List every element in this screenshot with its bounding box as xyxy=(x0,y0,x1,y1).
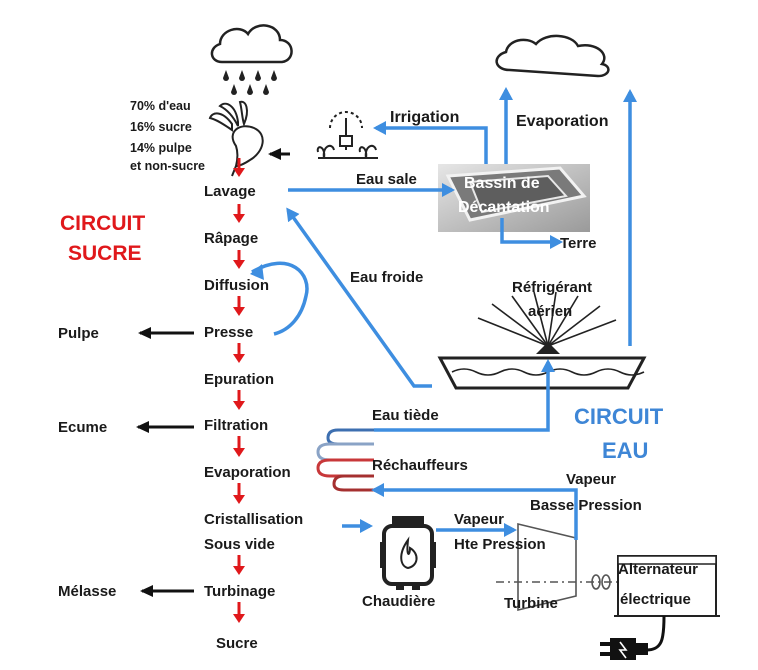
step-turbinage: Turbinage xyxy=(204,583,275,600)
circuit-eau-title-line2: EAU xyxy=(602,438,648,463)
label-turbine: Turbine xyxy=(504,595,558,612)
composition-sugar: 16% sucre xyxy=(130,120,192,134)
cooling-tray-icon xyxy=(437,291,647,390)
step-sucre: Sucre xyxy=(216,635,258,652)
label-irrigation: Irrigation xyxy=(390,109,459,126)
label-refrigerant-line2: aérien xyxy=(528,303,572,320)
sugar-flow-arrows xyxy=(233,158,245,623)
step-rapage: Râpage xyxy=(204,230,258,247)
sugar-beet-icon xyxy=(208,100,264,177)
turbine-icon xyxy=(496,522,618,612)
water-flow-arrows xyxy=(250,87,637,540)
step-cristallisation: Cristallisation xyxy=(204,511,303,528)
output-melasse: Mélasse xyxy=(58,583,116,600)
label-eau-sale: Eau sale xyxy=(356,171,417,188)
label-vapeur-bp-line2: Basse Pression xyxy=(530,497,642,514)
label-vapeur-hp-line1: Vapeur xyxy=(454,511,504,528)
output-ecume: Ecume xyxy=(58,419,107,436)
sprinkler-icon xyxy=(316,111,378,159)
composition-water: 70% d'eau xyxy=(130,99,191,113)
label-eau-froide: Eau froide xyxy=(350,269,423,286)
label-eau-tiede: Eau tiède xyxy=(372,407,439,424)
step-diffusion: Diffusion xyxy=(204,277,269,294)
step-evaporation: Evaporation xyxy=(204,464,291,481)
output-pulpe: Pulpe xyxy=(58,325,99,342)
step-filtration: Filtration xyxy=(204,417,268,434)
composition-pulp: 14% pulpe xyxy=(130,141,192,155)
circuit-eau-title-line1: CIRCUIT xyxy=(574,404,664,429)
label-bassin-line1: Bassin de xyxy=(464,175,540,192)
label-evaporation: Evaporation xyxy=(516,113,608,130)
label-refrigerant-line1: Réfrigérant xyxy=(512,279,592,296)
label-bassin-line2: Décantation xyxy=(458,199,550,216)
label-terre: Terre xyxy=(560,235,596,252)
settling-basin-image xyxy=(438,164,590,232)
evaporation-cloud-icon xyxy=(495,34,610,78)
label-alternateur-line2: électrique xyxy=(620,591,691,608)
step-sous-vide: Sous vide xyxy=(204,536,275,553)
label-chaudiere: Chaudière xyxy=(362,593,435,610)
label-alternateur-line1: Alternateur xyxy=(618,561,698,578)
step-lavage: Lavage xyxy=(204,183,256,200)
byproduct-arrows xyxy=(136,148,290,597)
step-presse: Presse xyxy=(204,324,253,341)
rain-cloud-icon xyxy=(210,24,293,95)
heater-coil-icon xyxy=(316,428,374,492)
label-vapeur-hp-line2: Hte Pression xyxy=(454,536,546,553)
circuit-sucre-title-line2: SUCRE xyxy=(68,242,142,265)
composition-nonsugar: et non-sucre xyxy=(130,159,205,173)
label-vapeur-bp-line1: Vapeur xyxy=(566,471,616,488)
boiler-icon xyxy=(380,516,436,590)
power-plug-icon xyxy=(600,615,666,660)
circuit-sucre-title-line1: CIRCUIT xyxy=(60,212,145,235)
step-epuration: Epuration xyxy=(204,371,274,388)
label-rechauffeurs: Réchauffeurs xyxy=(372,457,468,474)
alternator-box xyxy=(617,555,717,617)
